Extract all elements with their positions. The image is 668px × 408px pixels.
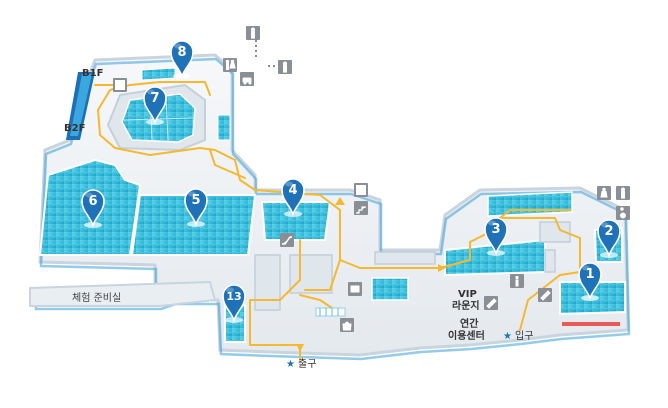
baby-icon	[240, 72, 254, 86]
entrance-star: ★	[503, 331, 512, 342]
svg-text:6: 6	[88, 194, 97, 209]
exit-escalator	[315, 307, 346, 317]
elevator-icon	[113, 78, 127, 92]
exit-star: ★	[286, 359, 295, 370]
exhibit-pin-3[interactable]: 3	[484, 217, 508, 257]
info-icon	[510, 274, 524, 288]
entrance-strip	[562, 322, 620, 326]
annual-label-line2: 이용센터	[448, 329, 485, 342]
vip-label-line2: 라운지	[452, 299, 480, 312]
b1f-label: B1F	[82, 68, 103, 79]
svg-text:4: 4	[288, 183, 297, 198]
exhibit-pin-2[interactable]: 2	[597, 219, 621, 259]
svg-text:7: 7	[150, 91, 159, 106]
svg-text:13: 13	[226, 290, 241, 303]
locker-icon	[348, 282, 362, 296]
exhibit-pin-5[interactable]: 5	[184, 188, 208, 228]
vip-label-line1: VIP	[458, 289, 477, 300]
escalator-icon	[280, 233, 294, 247]
wheelchair-icon	[616, 206, 630, 220]
exit-label[interactable]: 출구	[298, 358, 316, 370]
b2f-label: B2F	[64, 123, 85, 134]
stairs-icon	[354, 201, 368, 215]
ticket-icon	[538, 288, 552, 302]
prep-room-label: 체험 준비실	[72, 292, 121, 304]
b1f-b2f-tunnel	[66, 72, 95, 140]
tank-4	[260, 201, 332, 241]
accessible-toilet-icon	[597, 186, 611, 200]
person-icon	[616, 186, 630, 200]
exhibit-pin-7[interactable]: 7	[143, 86, 167, 126]
toilet-icon	[223, 58, 237, 72]
exhibit-pin-13[interactable]: 13	[222, 284, 246, 324]
svg-text:5: 5	[191, 193, 200, 208]
ticket-icon	[484, 296, 498, 310]
exhibit-pin-4[interactable]: 4	[281, 178, 305, 218]
elevator-icon	[354, 183, 368, 197]
svg-text:8: 8	[177, 45, 186, 60]
annual-label-line1: 연간	[460, 317, 479, 330]
route-arrows	[296, 197, 446, 352]
svg-text:3: 3	[491, 222, 500, 237]
shop-icon	[340, 318, 354, 332]
exhibit-pin-1[interactable]: 1	[578, 262, 602, 302]
person-icon	[278, 60, 292, 74]
svg-text:2: 2	[604, 224, 613, 239]
prep-room	[29, 280, 217, 307]
person-icon	[246, 26, 260, 40]
entrance-label[interactable]: 입구	[515, 329, 533, 342]
tank-7	[121, 93, 196, 143]
exhibit-pin-8[interactable]: 8	[170, 40, 194, 80]
svg-text:1: 1	[585, 267, 594, 282]
exhibit-pin-6[interactable]: 6	[81, 189, 105, 229]
